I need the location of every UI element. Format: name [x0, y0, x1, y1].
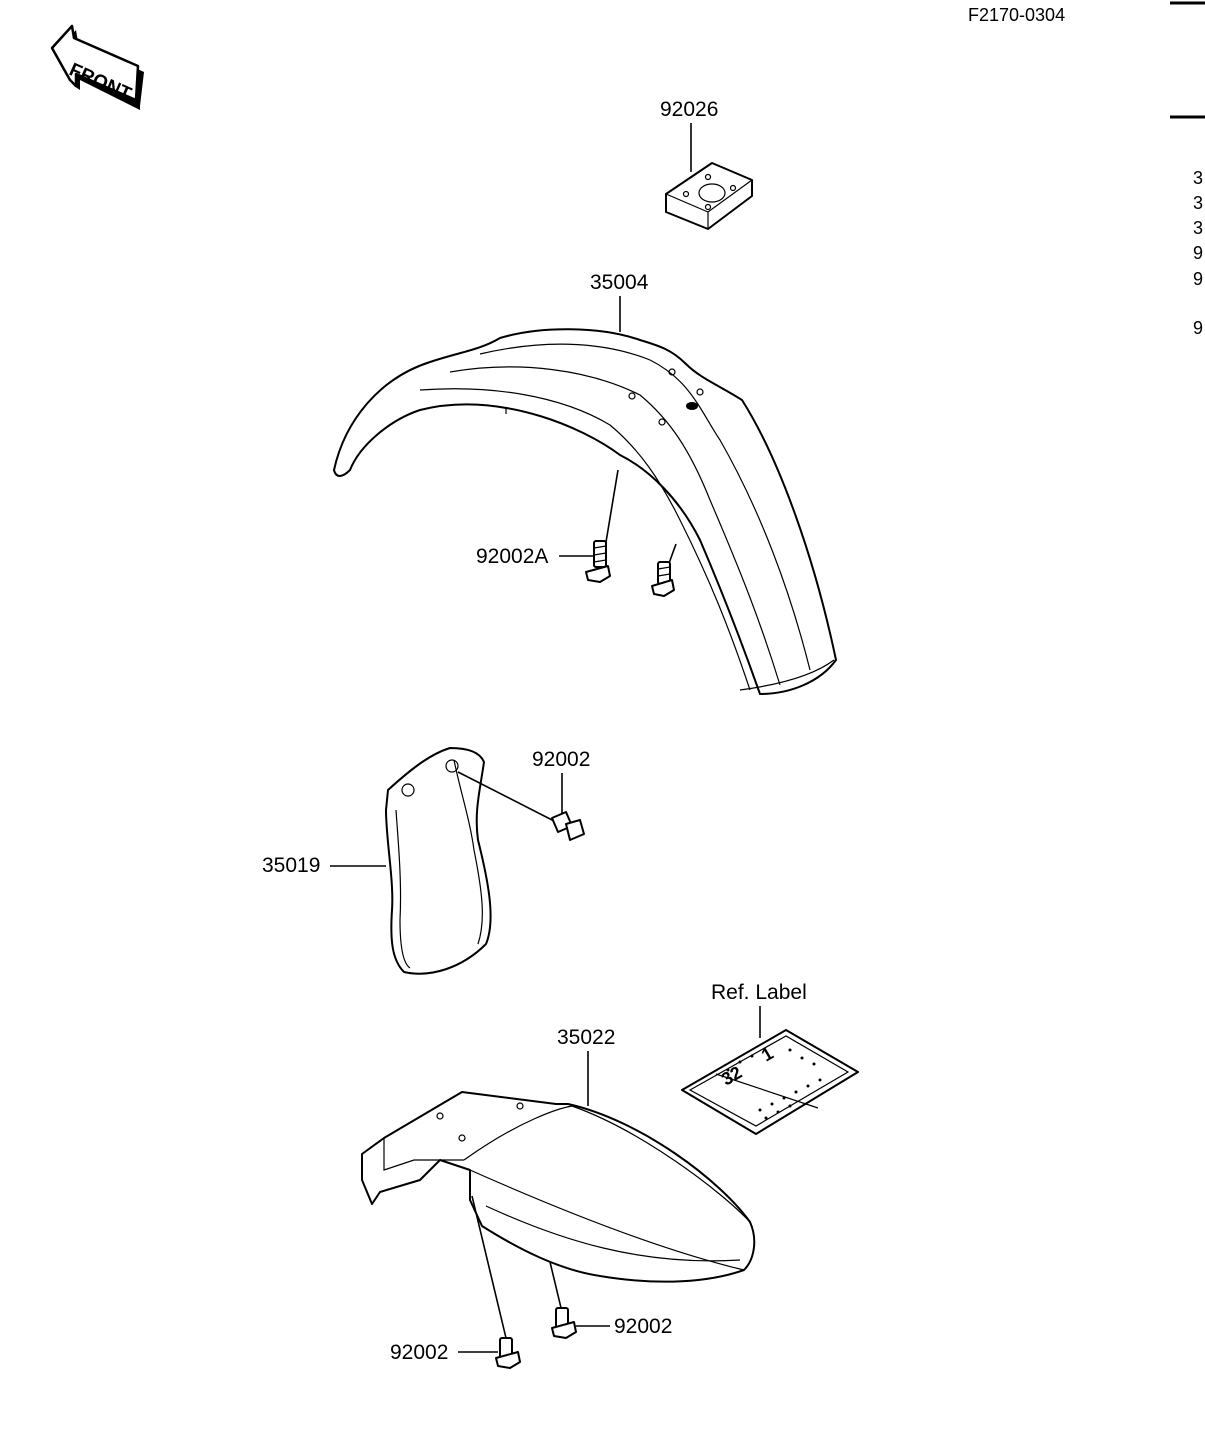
- part-92026-pad: 92026: [660, 98, 753, 230]
- part-92002-bolt-upper: 92002: [457, 748, 590, 841]
- margin-digit: 9: [1193, 269, 1203, 289]
- part-35019-mudguard: 35019: [262, 747, 492, 975]
- margin-digit: 3: [1193, 168, 1203, 188]
- callout-ref-label: Ref. Label: [711, 981, 807, 1004]
- margin-digit: 9: [1193, 243, 1203, 263]
- ref-label: Ref. Label 32 1: [681, 981, 859, 1135]
- part-35004-front-fender: 35004: [333, 271, 837, 695]
- callout-35019: 35019: [262, 854, 320, 877]
- margin-digit: 3: [1193, 193, 1203, 213]
- part-92002a-bolts: 92002A: [476, 469, 677, 597]
- part-92002-bolt-bottom: 92002: [390, 1195, 521, 1369]
- callout-35022: 35022: [557, 1026, 615, 1049]
- diagram-id: F2170-0304: [968, 5, 1065, 25]
- callout-92002-right: 92002: [614, 1315, 672, 1338]
- callout-92002-bottom: 92002: [390, 1341, 448, 1364]
- callout-92026: 92026: [660, 98, 718, 121]
- callout-35004: 35004: [590, 271, 649, 294]
- part-92002-bolt-right: 92002: [549, 1261, 672, 1339]
- callout-92002-upper: 92002: [532, 748, 590, 771]
- margin-digits: 3 3 3 9 9 9: [1193, 168, 1203, 338]
- front-arrow-icon: FRONT: [50, 24, 144, 110]
- margin-digit: 9: [1193, 318, 1203, 338]
- margin-digit: 3: [1193, 218, 1203, 238]
- part-35022-rear-fender: 35022: [361, 1026, 756, 1283]
- callout-92002a: 92002A: [476, 545, 548, 568]
